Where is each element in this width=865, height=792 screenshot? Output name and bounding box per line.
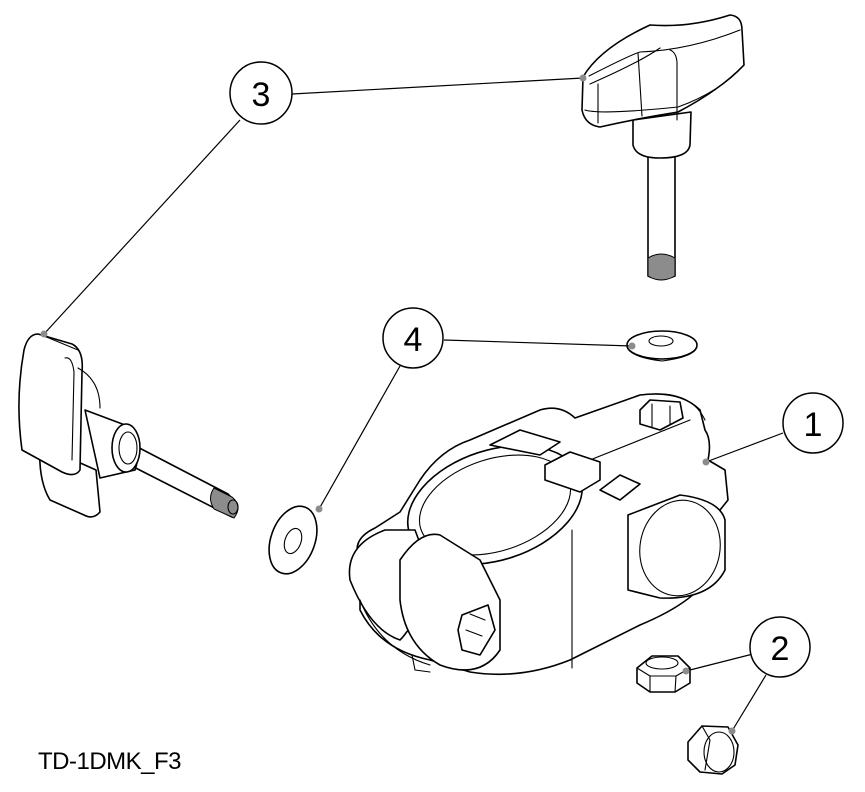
callout-2[interactable]: 2	[749, 616, 811, 678]
hex-nut-upper	[636, 655, 691, 693]
callout-1[interactable]: 1	[782, 392, 844, 454]
leader-1	[705, 432, 784, 463]
leader-dot	[702, 458, 710, 466]
bolt-tip-top	[647, 253, 676, 281]
callout-number: 3	[252, 76, 271, 114]
leader-dot	[40, 330, 48, 338]
flat-washer-left	[268, 505, 318, 575]
flat-washer-top	[626, 330, 698, 362]
drawing-id-label: TD-1DMK_F3	[38, 748, 182, 775]
t-handle-bolt-top	[581, 14, 745, 281]
t-handle-bolt-left	[18, 333, 239, 519]
leader-dot	[682, 667, 690, 675]
leader-3-top	[291, 77, 584, 95]
callout-number: 4	[404, 321, 423, 359]
callout-number: 1	[804, 406, 823, 444]
leader-3-left	[43, 119, 241, 335]
leader-dot	[579, 74, 587, 82]
leader-dot	[728, 727, 736, 735]
callout-3[interactable]: 3	[229, 61, 293, 125]
callout-4[interactable]: 4	[382, 307, 444, 369]
leader-2-upper	[685, 653, 754, 672]
leader-4-top	[443, 339, 633, 347]
callout-number: 2	[771, 630, 790, 668]
leader-dot	[315, 505, 323, 513]
leader-4-left	[318, 365, 401, 510]
leader-dot	[628, 342, 636, 350]
leader-2-lower	[731, 674, 767, 732]
clamp-body	[348, 393, 729, 676]
hex-nut-lower	[687, 725, 739, 775]
